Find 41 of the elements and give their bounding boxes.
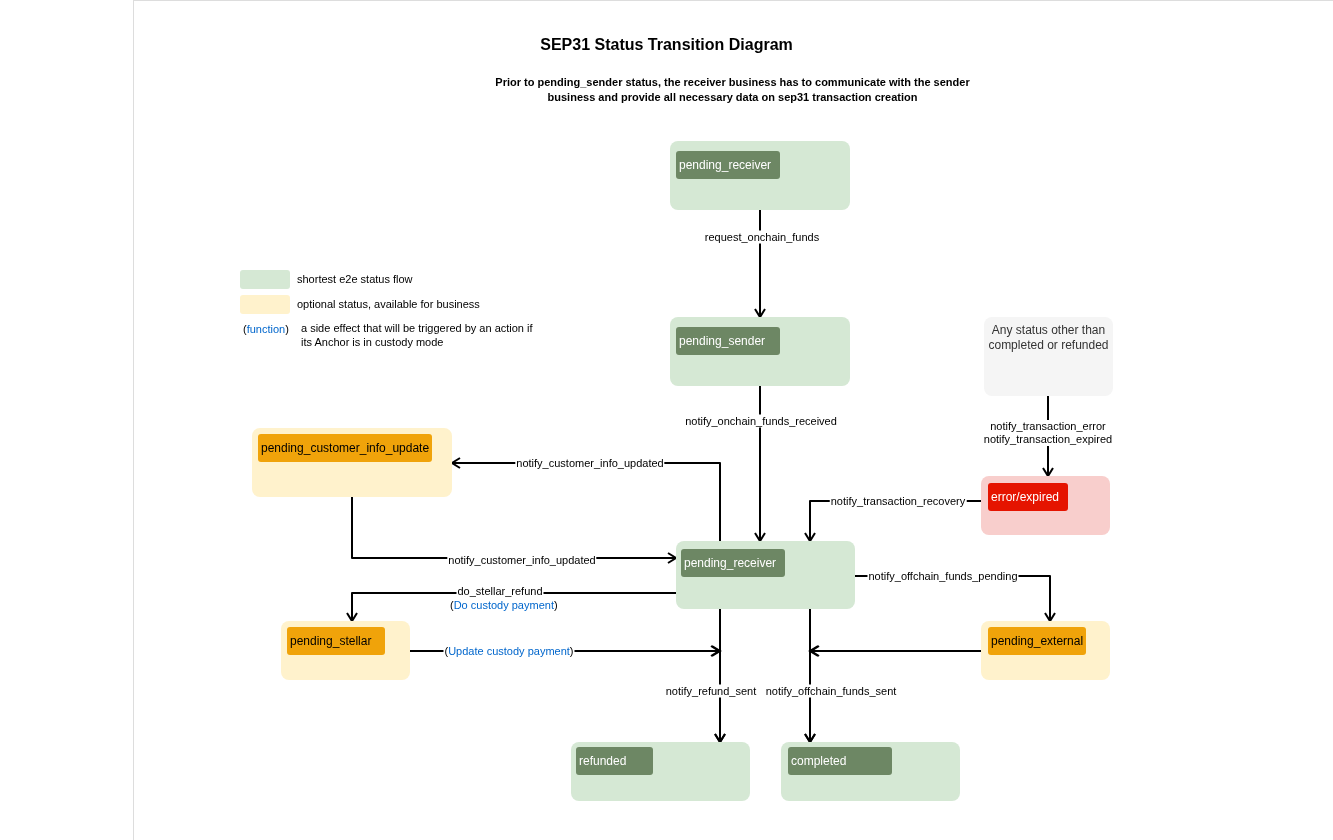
- caption-text: Prior to pending_sender status, the receiver business has to communicate with the sender business and provide all necessary data on sep31 transaction creation: [494, 75, 971, 105]
- status-tag: completed: [788, 747, 892, 775]
- edge-label: do_stellar_refund: [456, 584, 544, 598]
- status-tag: pending_receiver: [676, 151, 780, 179]
- edge-label: notify_offchain_funds_pending: [867, 569, 1019, 583]
- state-text: Any status other than completed or refunded: [988, 323, 1109, 353]
- status-tag: error/expired: [988, 483, 1068, 511]
- diagram-title: SEP31 Status Transition Diagram: [539, 36, 794, 54]
- status-tag: pending_external: [988, 627, 1087, 655]
- side-effect-note: (Do custody payment): [450, 598, 558, 612]
- edge-label: request_onchain_funds: [703, 230, 821, 244]
- edge-label: (Update custody payment): [443, 644, 575, 658]
- state-box: [781, 742, 960, 801]
- edge-label: notify_transaction_recovery: [829, 494, 967, 508]
- edge-label: notify_refund_sent: [664, 684, 758, 698]
- state-box: [571, 742, 750, 801]
- arrow: [714, 608, 726, 743]
- state-box: [670, 317, 850, 386]
- legend-text: optional status, available for business: [297, 297, 480, 311]
- status-tag: pending_sender: [676, 327, 780, 355]
- status-tag: pending_receiver: [681, 549, 785, 577]
- state-box: [252, 428, 452, 497]
- edge-label: notify_customer_info_updated: [447, 553, 597, 567]
- legend-text: shortest e2e status flow: [297, 272, 413, 286]
- edge-label: notify_customer_info_updated: [515, 456, 665, 470]
- status-tag: pending_customer_info_update: [258, 434, 433, 462]
- status-tag: refunded: [576, 747, 653, 775]
- state-box: [281, 621, 410, 680]
- state-box: [676, 541, 855, 609]
- state-box: [984, 317, 1113, 396]
- edge-label: notify_offchain_funds_sent: [764, 684, 898, 698]
- state-box: [981, 476, 1110, 535]
- arrow: [804, 608, 816, 743]
- arrow: [754, 385, 766, 542]
- legend-sample: (function): [243, 322, 289, 336]
- arrow: [754, 209, 766, 318]
- edge-label: notify_onchain_funds_received: [684, 414, 838, 428]
- legend-text: a side effect that will be triggered by an action if its Anchor is in custody mode: [301, 321, 534, 349]
- state-box: [981, 621, 1110, 680]
- status-tag: pending_stellar: [287, 627, 385, 655]
- state-box: [670, 141, 850, 210]
